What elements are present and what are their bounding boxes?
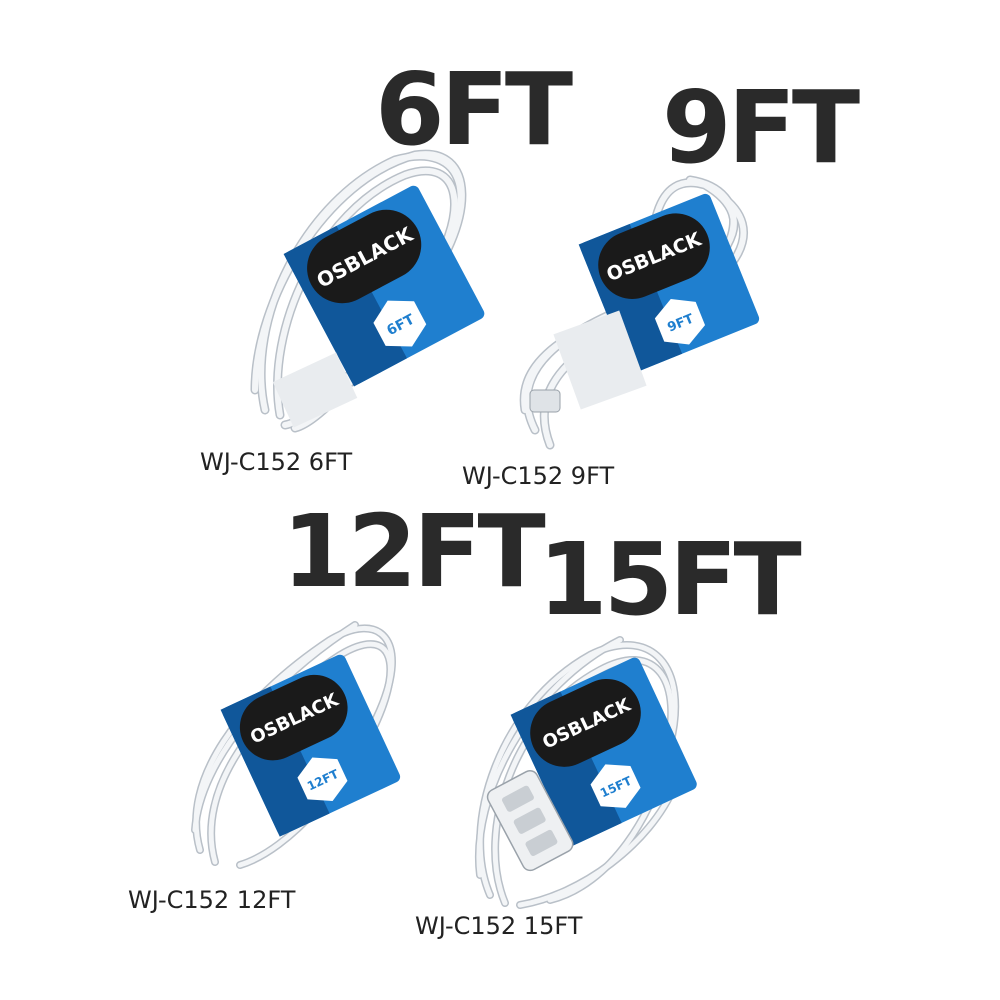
extension-cord-15ft-image: OSBLACK 15FT (474, 636, 697, 909)
product-image-15ft: OSBLACK 15FT (460, 625, 700, 910)
product-image-6ft: OSBLACK 6FT (225, 140, 500, 440)
length-label-15ft: 15FT (538, 521, 802, 638)
extension-cord-9ft-image: OSBLACK 9FT (519, 175, 760, 450)
product-image-9ft: OSBLACK 9FT (505, 170, 780, 460)
length-label-12ft: 12FT (282, 493, 546, 610)
extension-cord-6ft-image: OSBLACK 6FT (250, 149, 485, 433)
length-label-9ft: 9FT (662, 69, 860, 186)
length-label-6ft: 6FT (375, 51, 573, 168)
model-label-6ft: WJ-C152 6FT (200, 448, 353, 476)
product-image-12ft: OSBLACK 12FT (180, 600, 420, 880)
extension-cord-12ft-image: OSBLACK 12FT (191, 621, 401, 869)
model-label-12ft: WJ-C152 12FT (128, 886, 296, 914)
model-label-9ft: WJ-C152 9FT (462, 462, 615, 490)
model-label-15ft: WJ-C152 15FT (415, 912, 583, 940)
